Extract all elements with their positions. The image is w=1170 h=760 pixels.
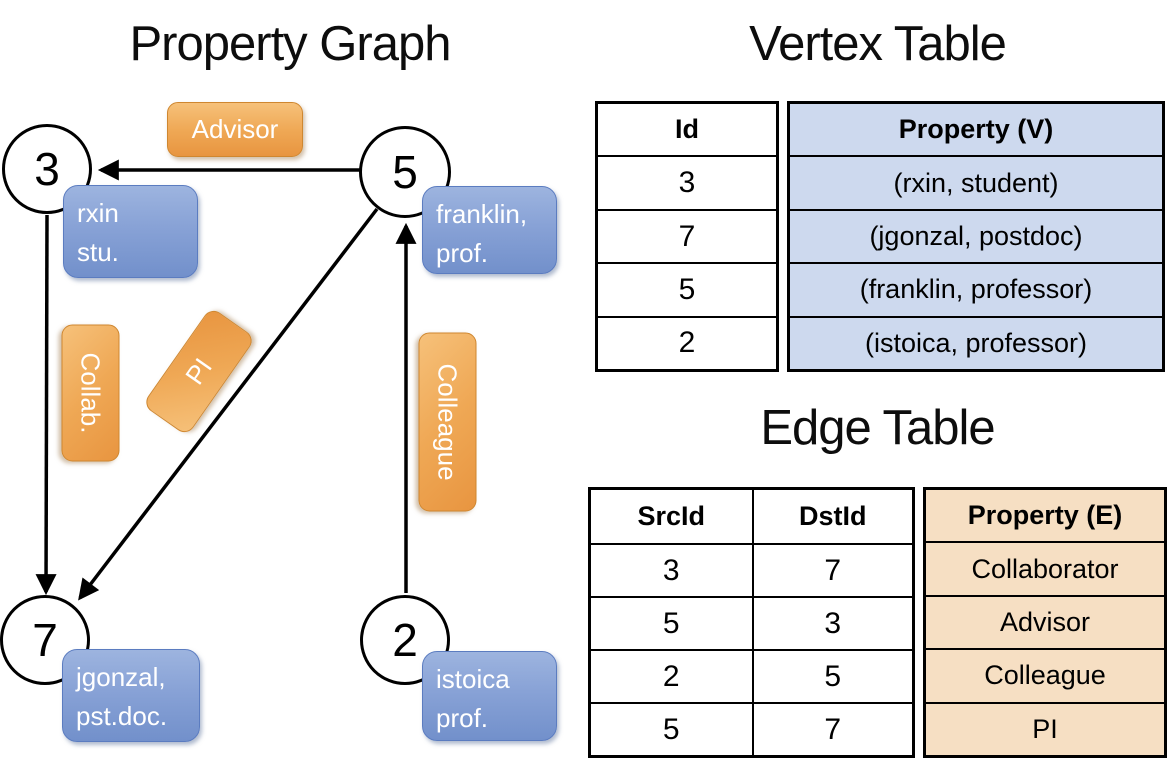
- vertex-property-box-rxin: rxin stu.: [63, 185, 198, 278]
- vertex-property-line: prof.: [436, 238, 489, 268]
- edge-label-text: PI: [179, 352, 218, 390]
- edge-collab-arrow: [35, 214, 57, 596]
- edge-label-text: Collab.: [76, 352, 106, 434]
- edge-table-header-property: Property (E): [926, 490, 1164, 542]
- vertex-table-cell-id: 2: [598, 315, 776, 369]
- edge-table-cell-dstid: 5: [751, 649, 912, 702]
- property-graph-title: Property Graph: [129, 17, 452, 71]
- vertex-property-line: stu.: [77, 237, 119, 267]
- vertex-table-id-column: Id 3 7 5 2: [595, 101, 779, 372]
- vertex-property-box-jgonzal: jgonzal, pst.doc.: [62, 649, 200, 742]
- edge-label-text: Advisor: [191, 114, 279, 144]
- edge-table-id-columns: SrcId DstId 3 7 5 3 2 5 5 7: [588, 487, 915, 758]
- edge-label-colleague: Colleague: [418, 332, 477, 512]
- node-id-label: 3: [34, 143, 60, 195]
- vertex-property-box-istoica: istoica prof.: [422, 651, 557, 741]
- edge-table-cell-dstid: 7: [751, 543, 912, 596]
- vertex-table-cell-property: (franklin, professor): [790, 262, 1162, 316]
- vertex-table-cell-property: (istoica, professor): [790, 315, 1162, 370]
- edge-table-header-dstid: DstId: [751, 490, 913, 543]
- vertex-property-box-franklin: franklin, prof.: [422, 186, 557, 274]
- edge-table-cell-srcid: 5: [591, 702, 752, 755]
- edge-table-cell-srcid: 3: [591, 543, 752, 596]
- edge-table-property-column: Property (E) Collaborator Advisor Collea…: [923, 487, 1167, 758]
- edge-table-cell-property: Collaborator: [926, 541, 1164, 595]
- vertex-table-cell-id: 7: [598, 208, 776, 262]
- vertex-property-line: istoica: [436, 664, 510, 694]
- vertex-property-line: franklin,: [436, 199, 528, 229]
- node-id-label: 5: [392, 146, 418, 198]
- node-id-label: 2: [392, 614, 418, 666]
- node-id-label: 7: [32, 614, 58, 666]
- vertex-table-title: Vertex Table: [749, 17, 1007, 71]
- edge-table-cell-property: PI: [926, 701, 1164, 756]
- vertex-table-cell-id: 5: [598, 262, 776, 315]
- edge-table-cell-dstid: 7: [751, 702, 912, 755]
- edge-table-cell-srcid: 2: [591, 649, 752, 702]
- vertex-property-line: pst.doc.: [76, 701, 168, 731]
- vertex-table-property-column: Property (V) (rxin, student) (jgonzal, p…: [787, 101, 1165, 372]
- edge-table-cell-property: Advisor: [926, 594, 1164, 649]
- edge-label-advisor: Advisor: [167, 102, 303, 157]
- vertex-table-header-property: Property (V): [790, 104, 1162, 156]
- vertex-table-cell-id: 3: [598, 155, 776, 208]
- edge-label-text: Colleague: [433, 363, 463, 481]
- edge-label-pi: PI: [142, 306, 256, 437]
- vertex-table-header-id: Id: [675, 114, 699, 145]
- graph-node-3: 3: [2, 124, 92, 214]
- graph-node-5: 5: [359, 126, 451, 218]
- edge-table-header-srcid: SrcId: [637, 501, 706, 531]
- vertex-table-cell-property: (rxin, student): [790, 155, 1162, 209]
- vertex-property-line: jgonzal,: [76, 662, 166, 692]
- edge-table-cell-property: Colleague: [926, 648, 1164, 702]
- vertex-table-cell-property: (jgonzal, postdoc): [790, 208, 1162, 263]
- edge-label-collab: Collab.: [61, 324, 120, 462]
- vertex-property-line: rxin: [77, 198, 119, 228]
- edge-table-cell-srcid: 5: [591, 596, 752, 649]
- edge-table-title: Edge Table: [760, 401, 995, 455]
- vertex-property-line: prof.: [436, 703, 489, 733]
- edge-table-cell-dstid: 3: [751, 596, 912, 649]
